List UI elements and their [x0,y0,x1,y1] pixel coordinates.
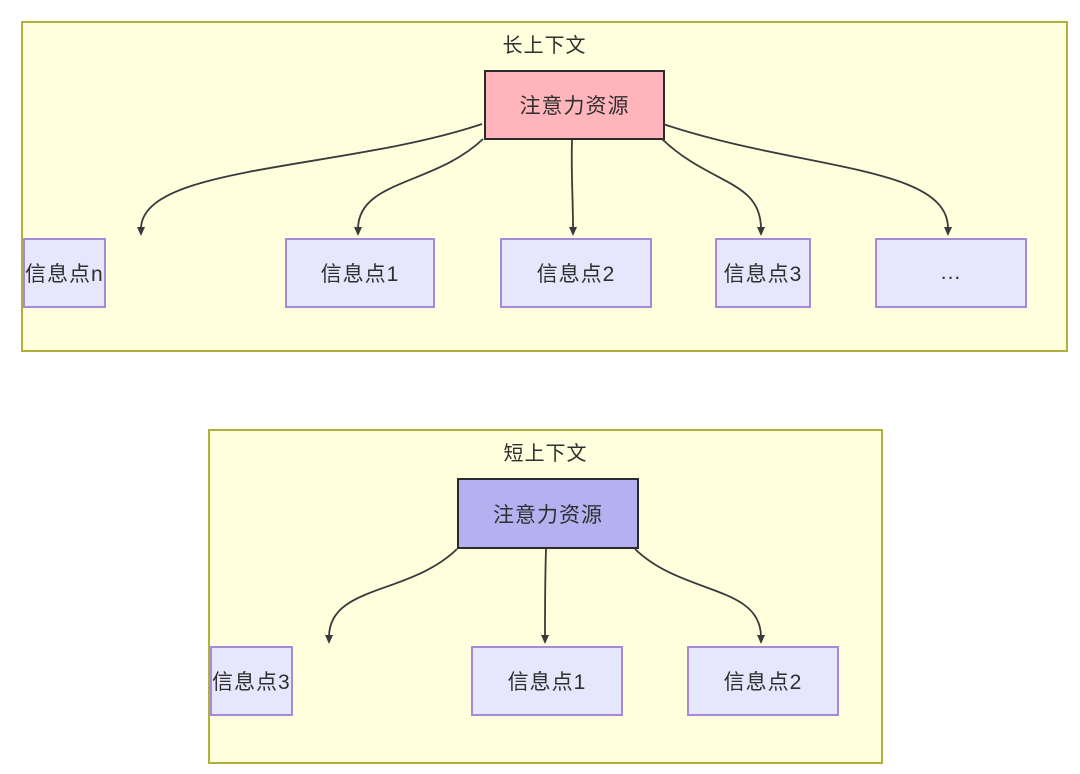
long-node-1: 信息点1 [285,238,435,308]
long-node-n: 信息点n [23,238,106,308]
long-attention-box: 注意力资源 [484,70,665,140]
short-context-container: 短上下文 注意力资源 信息点1 信息点2 信息点3 [208,429,883,764]
short-node-2: 信息点2 [687,646,839,716]
long-node-2: 信息点2 [500,238,652,308]
long-node-ellipsis: ... [875,238,1027,308]
short-attention-box: 注意力资源 [457,478,639,549]
long-context-title: 长上下文 [502,35,587,57]
long-node-3: 信息点3 [715,238,811,308]
short-context-title: 短上下文 [503,443,588,465]
short-node-1: 信息点1 [471,646,623,716]
short-node-3: 信息点3 [210,646,293,716]
long-context-container: 长上下文 注意力资源 信息点1 信息点2 信息点3 ... 信息点n [21,21,1068,352]
